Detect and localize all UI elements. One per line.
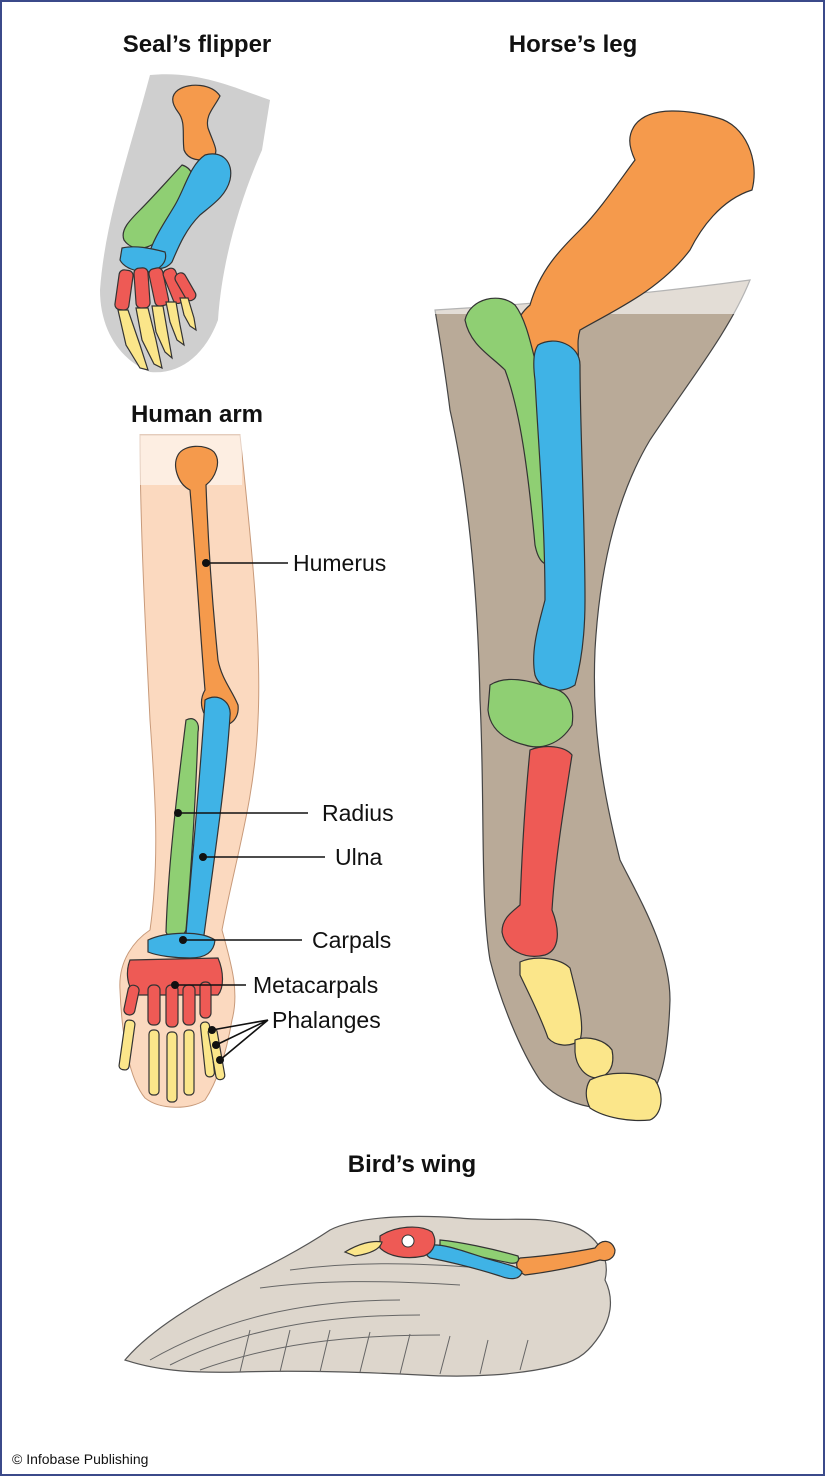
ulna-label: Ulna — [335, 844, 383, 870]
metacarpals-label: Metacarpals — [253, 972, 378, 998]
bird-wing — [125, 1216, 615, 1376]
ulna-dot — [199, 853, 207, 861]
phalanges-dot-1 — [208, 1026, 216, 1034]
phalanges-label: Phalanges — [272, 1007, 381, 1033]
bird-carpal-gap — [402, 1235, 414, 1247]
radius-label: Radius — [322, 800, 394, 826]
human-arm: Humerus Radius Ulna Carpals Metacarpals … — [119, 435, 394, 1107]
phalanges-dot-3 — [216, 1056, 224, 1064]
carpals-label: Carpals — [312, 927, 391, 953]
seal-title: Seal’s flipper — [123, 31, 272, 58]
human-title: Human arm — [131, 401, 263, 428]
bird-title: Bird’s wing — [348, 1151, 476, 1178]
metacarpals-dot — [171, 981, 179, 989]
copyright-notice: © Infobase Publishing — [12, 1451, 148, 1467]
carpals-dot — [179, 936, 187, 944]
phalanges-dot-2 — [212, 1041, 220, 1049]
humerus-label: Humerus — [293, 550, 386, 576]
radius-dot — [174, 809, 182, 817]
humerus-dot — [202, 559, 210, 567]
horse-title: Horse’s leg — [509, 31, 638, 58]
seal-flipper — [100, 74, 270, 372]
horse-skin — [435, 280, 750, 1110]
horse-leg — [430, 111, 760, 1121]
